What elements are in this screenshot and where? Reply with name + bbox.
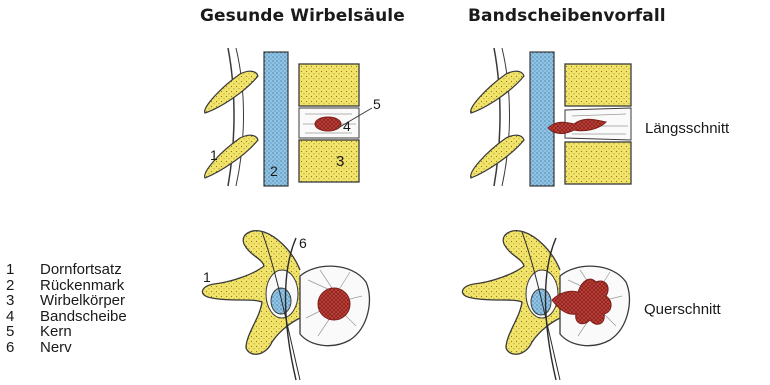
- healthy-axial: [202, 231, 369, 380]
- legend-label: Bandscheibe: [40, 309, 127, 325]
- vertebral-body: [565, 64, 631, 106]
- herniated-axial: [462, 231, 629, 380]
- vertebral-body: [565, 142, 631, 184]
- callout-nucleus: 5: [373, 96, 381, 112]
- legend-label: Wirbelkörper: [40, 293, 125, 309]
- callout-disc: 4: [343, 118, 351, 134]
- label-cross-section: Querschnitt: [644, 301, 721, 318]
- legend-number: 5: [6, 324, 40, 340]
- spinal-cord: [530, 52, 554, 186]
- nucleus: [318, 288, 350, 320]
- vertebral-body: [299, 140, 359, 182]
- ligament-line: [502, 48, 510, 186]
- herniated-sagittal: [471, 48, 631, 186]
- healthy-sagittal: [205, 48, 372, 186]
- legend-label: Rückenmark: [40, 278, 124, 294]
- callout-spinous-process-axial: 1: [203, 269, 211, 285]
- spinous-process: [205, 71, 258, 113]
- callout-vertebral-body: 3: [336, 153, 344, 170]
- legend-number: 1: [6, 262, 40, 278]
- legend-number: 4: [6, 309, 40, 325]
- spinal-cord: [531, 289, 551, 315]
- nucleus: [315, 117, 341, 131]
- legend-label: Dornfortsatz: [40, 262, 122, 278]
- callout-spinal-cord: 2: [270, 163, 278, 179]
- label-longitudinal-section: Längsschnitt: [645, 120, 729, 137]
- callout-spinous-process: 1: [210, 147, 218, 163]
- vertebral-body: [299, 64, 359, 106]
- spinal-cord: [271, 288, 291, 314]
- spinous-process: [471, 135, 524, 178]
- legend-label: Nerv: [40, 340, 72, 356]
- legend-label: Kern: [40, 324, 72, 340]
- legend-number: 2: [6, 278, 40, 294]
- ligament-line: [236, 48, 244, 186]
- spinous-process: [471, 71, 524, 113]
- callout-nerve: 6: [299, 235, 307, 251]
- legend-number: 3: [6, 293, 40, 309]
- legend-number: 6: [6, 340, 40, 356]
